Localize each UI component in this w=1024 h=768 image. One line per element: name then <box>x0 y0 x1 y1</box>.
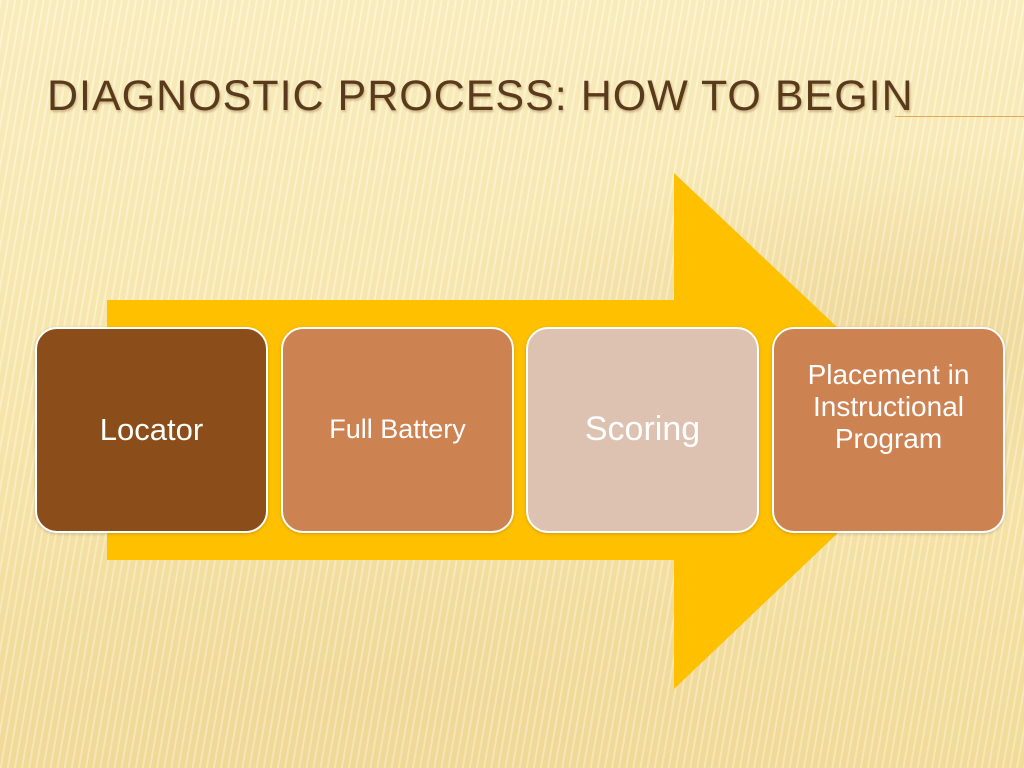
step-full-battery-label: Full Battery <box>329 414 466 445</box>
slide-title: Diagnostic Process: How to Begin <box>47 72 914 120</box>
step-scoring: Scoring <box>526 327 759 533</box>
step-scoring-label: Scoring <box>584 410 701 449</box>
step-locator-label: Locator <box>99 412 204 448</box>
title-rule <box>895 116 1024 117</box>
step-placement: Placement in Instructional Program <box>772 327 1005 533</box>
step-full-battery: Full Battery <box>281 327 514 533</box>
step-placement-label: Placement in Instructional Program <box>807 359 970 455</box>
step-locator: Locator <box>35 327 268 533</box>
